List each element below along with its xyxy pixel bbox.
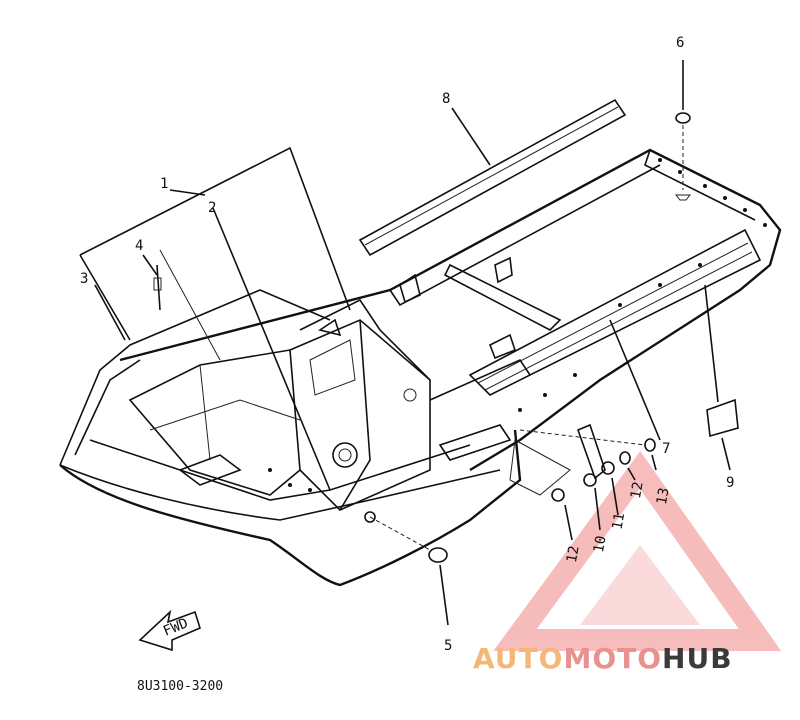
watermark-hub: HUB — [662, 642, 733, 675]
bolt-part-6-icon — [674, 60, 692, 201]
strip-part-8 — [358, 98, 627, 257]
callout-7: 7 — [662, 441, 670, 457]
callout-5: 5 — [444, 638, 452, 654]
callout-12b: 12 — [628, 481, 647, 500]
callout-13: 13 — [654, 487, 673, 506]
part-number: 8U3100-3200 — [137, 679, 223, 694]
callout-3: 3 — [80, 271, 88, 287]
callout-4: 4 — [135, 238, 143, 254]
callout-8: 8 — [442, 91, 450, 107]
leader-lines — [94, 107, 661, 491]
callout-2: 2 — [208, 200, 216, 216]
callout-12a: 12 — [564, 545, 583, 564]
fwd-label: FWD — [161, 615, 190, 639]
label-part-9 — [704, 284, 739, 471]
callout-10: 10 — [591, 535, 610, 554]
callout-9: 9 — [726, 475, 734, 491]
bumper-part-1 — [79, 146, 351, 361]
chassis-frame — [59, 148, 782, 587]
callout-11: 11 — [609, 512, 628, 531]
svg-text:AUTOMOTOHUB: AUTOMOTOHUB — [473, 642, 733, 675]
callout-6: 6 — [676, 35, 684, 51]
watermark-moto: MOTO — [563, 642, 662, 675]
callout-1: 1 — [160, 176, 168, 192]
fwd-arrow-icon: FWD — [138, 609, 201, 652]
cap-part-5-icon — [369, 516, 449, 626]
watermark-auto: AUTO — [473, 642, 563, 675]
watermark-text: AUTOMOTOHUB — [473, 642, 733, 675]
callout-numbers: 1 2 3 4 5 6 7 8 9 10 11 12 12 13 — [80, 35, 734, 654]
bolt-part-4-icon — [153, 264, 162, 311]
lever-assembly-parts-10-13 — [519, 423, 657, 541]
watermark-triangle-icon — [493, 451, 782, 651]
